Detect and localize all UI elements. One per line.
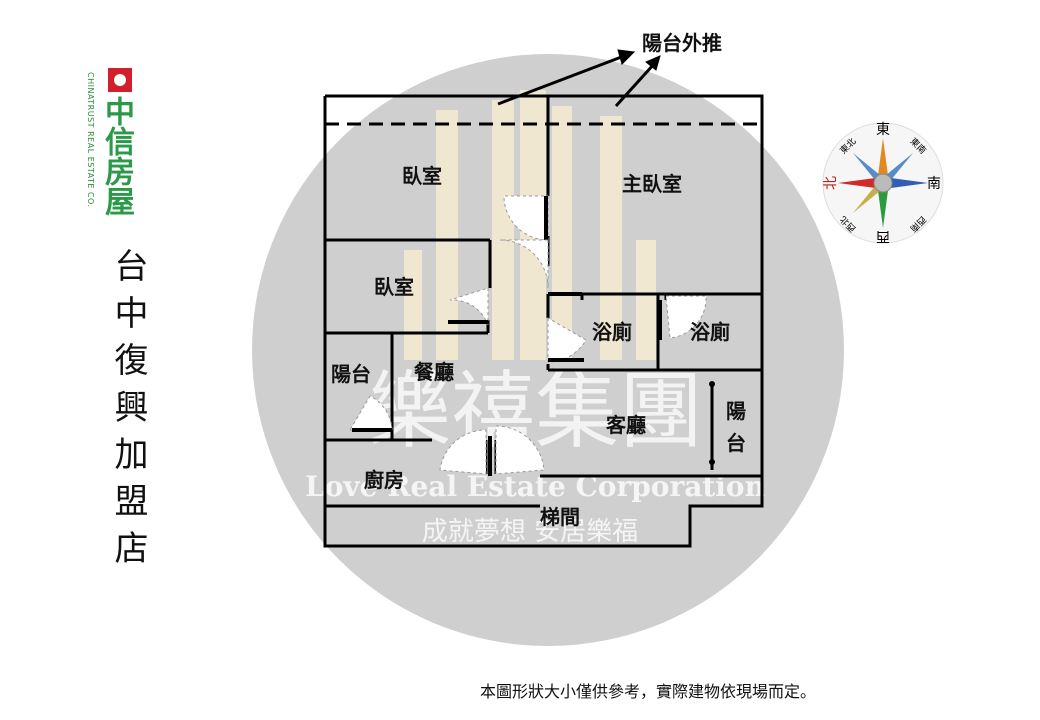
watermark-slogan: 成就夢想 安居樂福 bbox=[422, 517, 638, 547]
room-kitchen: 廚房 bbox=[364, 468, 404, 492]
compass-east: 東 bbox=[876, 122, 890, 138]
room-balcony-left: 陽台 bbox=[331, 362, 371, 386]
logo-emblem-icon bbox=[108, 68, 132, 92]
room-balcony-right: 陽 台 bbox=[726, 399, 746, 455]
store-name: 台中復興加盟店 bbox=[108, 248, 148, 577]
room-balcony-right-char2: 台 bbox=[726, 431, 746, 455]
disclaimer-text: 本圖形狀大小僅供參考，實際建物依現場而定。 bbox=[480, 682, 817, 701]
room-balcony-right-char1: 陽 bbox=[726, 399, 746, 423]
room-bathroom-1: 浴廁 bbox=[592, 320, 632, 344]
room-bedroom-middle: 臥室 bbox=[374, 275, 414, 299]
compass-north: 北 bbox=[823, 176, 839, 190]
room-dining: 餐廳 bbox=[414, 360, 454, 384]
logo-brand-text: 中信房屋 bbox=[99, 96, 134, 216]
room-stairs: 梯間 bbox=[540, 505, 580, 529]
compass-west: 西 bbox=[876, 228, 890, 244]
room-master-bedroom: 主臥室 bbox=[622, 172, 682, 196]
balcony-extension-label: 陽台外推 bbox=[642, 31, 722, 55]
compass-south: 南 bbox=[927, 176, 941, 192]
company-logo: CHINATRUST REAL ESTATE CO. 中信房屋 bbox=[86, 68, 196, 218]
logo-english-text: CHINATRUST REAL ESTATE CO. bbox=[86, 72, 95, 208]
room-bedroom-top: 臥室 bbox=[402, 164, 442, 188]
room-living: 客廳 bbox=[605, 413, 646, 437]
watermark-title: 樂禧集團 bbox=[367, 362, 703, 460]
doors bbox=[349, 195, 715, 476]
balcony-extension-arrows bbox=[497, 49, 661, 108]
room-bathroom-2: 浴廁 bbox=[690, 320, 730, 344]
compass-rose-icon: 東 南 西 北 東北 東南 西南 西北 bbox=[822, 122, 944, 244]
